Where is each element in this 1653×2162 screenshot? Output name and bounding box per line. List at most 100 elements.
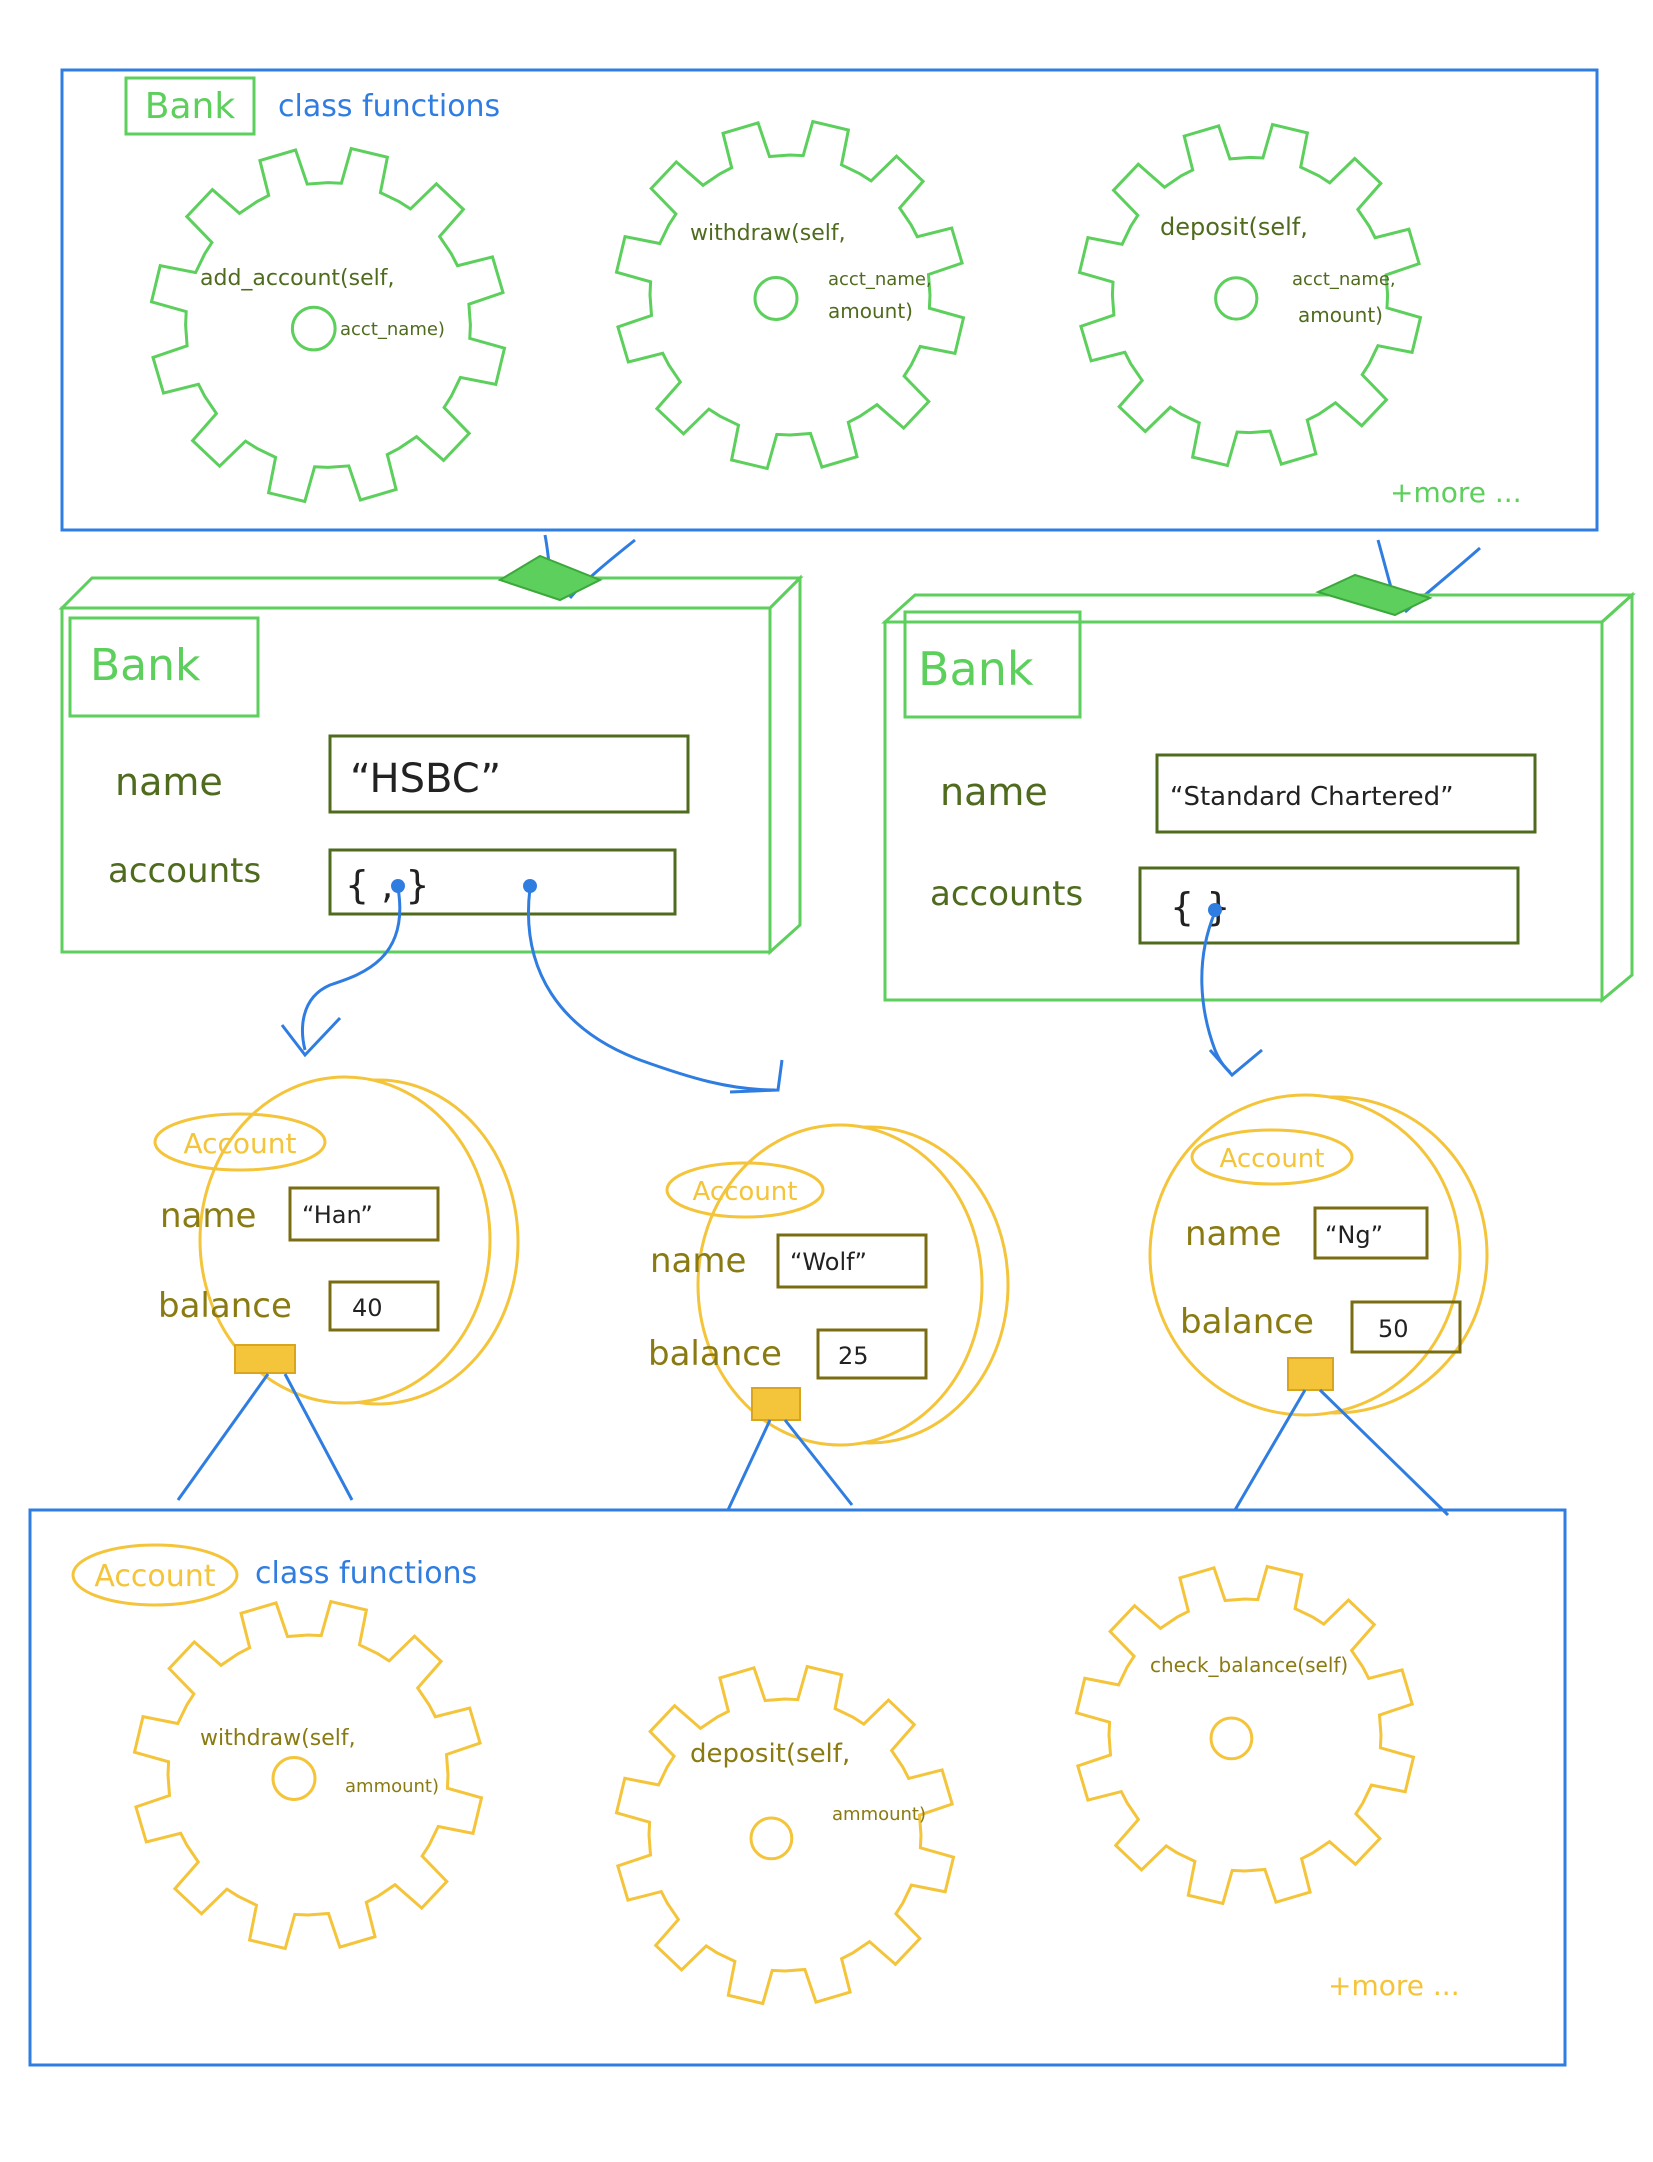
gear-label-line: acct_name, xyxy=(1292,269,1396,290)
account-class-panel-border xyxy=(28,1508,1567,2067)
gear-outline xyxy=(132,1599,484,1951)
account-name-field xyxy=(1313,1206,1429,1260)
gear-hub xyxy=(749,1816,794,1861)
bank-box-front xyxy=(883,620,1604,1002)
account-balance-value: 40 xyxy=(352,1294,383,1322)
bank-connector-plug xyxy=(1315,573,1433,617)
account-coin-face xyxy=(696,1123,984,1447)
account-balance-label: balance xyxy=(158,1286,292,1326)
bank-accounts-field xyxy=(1138,866,1520,945)
bank-accounts-label: accounts xyxy=(108,851,261,891)
connector-line xyxy=(726,1419,772,1511)
connector-line xyxy=(1318,1388,1450,1517)
bank-accounts-field xyxy=(328,848,677,916)
gear-label-line: add_account(self, xyxy=(200,266,395,291)
account-balance-field xyxy=(1350,1300,1462,1354)
gear-account-deposit: deposit(self, ammount) xyxy=(614,1664,956,2006)
gear-hub xyxy=(1209,1716,1254,1761)
account-name-value: “Ng” xyxy=(1325,1221,1383,1249)
bank-title: Bank xyxy=(90,640,201,691)
bank-connector-plug xyxy=(497,554,603,602)
bank-instance-standard-chartered: Bank name “Standard Chartered” accounts … xyxy=(881,573,1636,1004)
reference-arrow xyxy=(1200,911,1231,1074)
gear-label-line: withdraw(self, xyxy=(200,1726,356,1751)
bank-class-panel-border xyxy=(60,68,1599,532)
account-class-more: +more ... xyxy=(1328,1969,1460,2002)
bank-class-badge: Bank xyxy=(145,86,236,127)
bank-box-side xyxy=(768,574,802,956)
bank-title-box xyxy=(903,610,1082,719)
connector-line xyxy=(1233,1389,1307,1511)
reference-arrow-head xyxy=(729,1059,784,1094)
reference-arrow-head xyxy=(1208,1048,1263,1078)
bank-name-label: name xyxy=(940,770,1048,814)
account-badge-oval xyxy=(665,1161,825,1219)
account-class-title: class functions xyxy=(255,1556,477,1591)
gear-add-account: add_account(self, acct_name) xyxy=(149,146,507,504)
gear-outline xyxy=(1074,1564,1416,1906)
account-reference-dot xyxy=(391,879,405,893)
account-badge: Account xyxy=(1220,1144,1325,1174)
account-connector-plug xyxy=(751,1387,801,1421)
gear-outline xyxy=(614,119,966,471)
gear-label-line: amount) xyxy=(828,299,913,323)
reference-arrow xyxy=(527,887,776,1092)
reference-arrow xyxy=(301,887,402,1051)
account-reference-arrows xyxy=(280,887,1263,1094)
gear-hub xyxy=(1214,276,1259,321)
account-name-field xyxy=(776,1233,928,1289)
account-balance-label: balance xyxy=(1180,1302,1314,1342)
gear-hub xyxy=(290,305,337,352)
gear-deposit: deposit(self, acct_name, amount) xyxy=(1077,122,1423,468)
account-balance-value: 50 xyxy=(1378,1315,1409,1343)
account-badge: Account xyxy=(693,1177,798,1207)
account-name-label: name xyxy=(1185,1214,1281,1254)
account-balance-field xyxy=(816,1328,928,1380)
account-name-label: name xyxy=(160,1196,256,1236)
account-balance-field xyxy=(328,1280,440,1332)
bank-name-value: “Standard Chartered” xyxy=(1170,782,1454,812)
account-object-wolf: Account name “Wolf” balance 25 xyxy=(648,1123,1010,1447)
account-name-value: “Wolf” xyxy=(790,1248,867,1276)
account-object-han: Account name “Han” balance 40 xyxy=(153,1075,520,1406)
gear-withdraw: withdraw(self, acct_name, amount) xyxy=(614,119,966,471)
bank-title: Bank xyxy=(918,642,1034,696)
bank-box-top xyxy=(58,576,804,610)
bank-class-functions-panel: Bank class functions add_account(self, a… xyxy=(60,68,1599,532)
gear-label-line: ammount) xyxy=(832,1804,926,1825)
account-badge-oval xyxy=(1190,1128,1354,1186)
bank-class-more: +more ... xyxy=(1390,476,1522,509)
account-reference-dot xyxy=(523,879,537,893)
bank-title-box xyxy=(68,616,260,718)
account-badge-oval xyxy=(153,1112,327,1172)
bank-name-value: “HSBC” xyxy=(350,756,501,802)
bank-accounts-value: { , } xyxy=(345,863,430,907)
bank-name-field xyxy=(328,734,690,814)
bank-name-label: name xyxy=(115,760,223,804)
bank-name-field xyxy=(1155,753,1537,834)
account-name-value: “Han” xyxy=(302,1201,373,1229)
bank-instance-hsbc: Bank name “HSBC” accounts { , } xyxy=(58,554,804,956)
account-badge: Account xyxy=(183,1127,296,1160)
gear-hub xyxy=(271,1756,317,1801)
account-object-ng: Account name “Ng” balance 50 xyxy=(1148,1093,1489,1417)
reference-arrow-head xyxy=(280,1016,342,1058)
bank-class-connectors xyxy=(543,534,1481,614)
bank-box-side xyxy=(1600,591,1634,1004)
gear-check-balance: check_balance(self) xyxy=(1074,1564,1416,1906)
gear-outline xyxy=(149,146,507,504)
bank-box-front xyxy=(60,606,772,954)
gear-label-line: withdraw(self, xyxy=(690,221,846,246)
account-connector-plug xyxy=(234,1344,296,1374)
bank-accounts-value: { } xyxy=(1170,885,1230,929)
account-reference-dot xyxy=(1208,903,1222,917)
gear-outline xyxy=(614,1664,956,2006)
account-class-badge: Account xyxy=(94,1559,215,1594)
connector-line xyxy=(783,1419,854,1506)
gear-label-line: acct_name) xyxy=(340,319,445,340)
gear-hub xyxy=(753,276,799,321)
bank-accounts-label: accounts xyxy=(930,874,1083,914)
bank-box-top xyxy=(881,593,1636,624)
gear-label-line: deposit(self, xyxy=(690,1739,850,1769)
